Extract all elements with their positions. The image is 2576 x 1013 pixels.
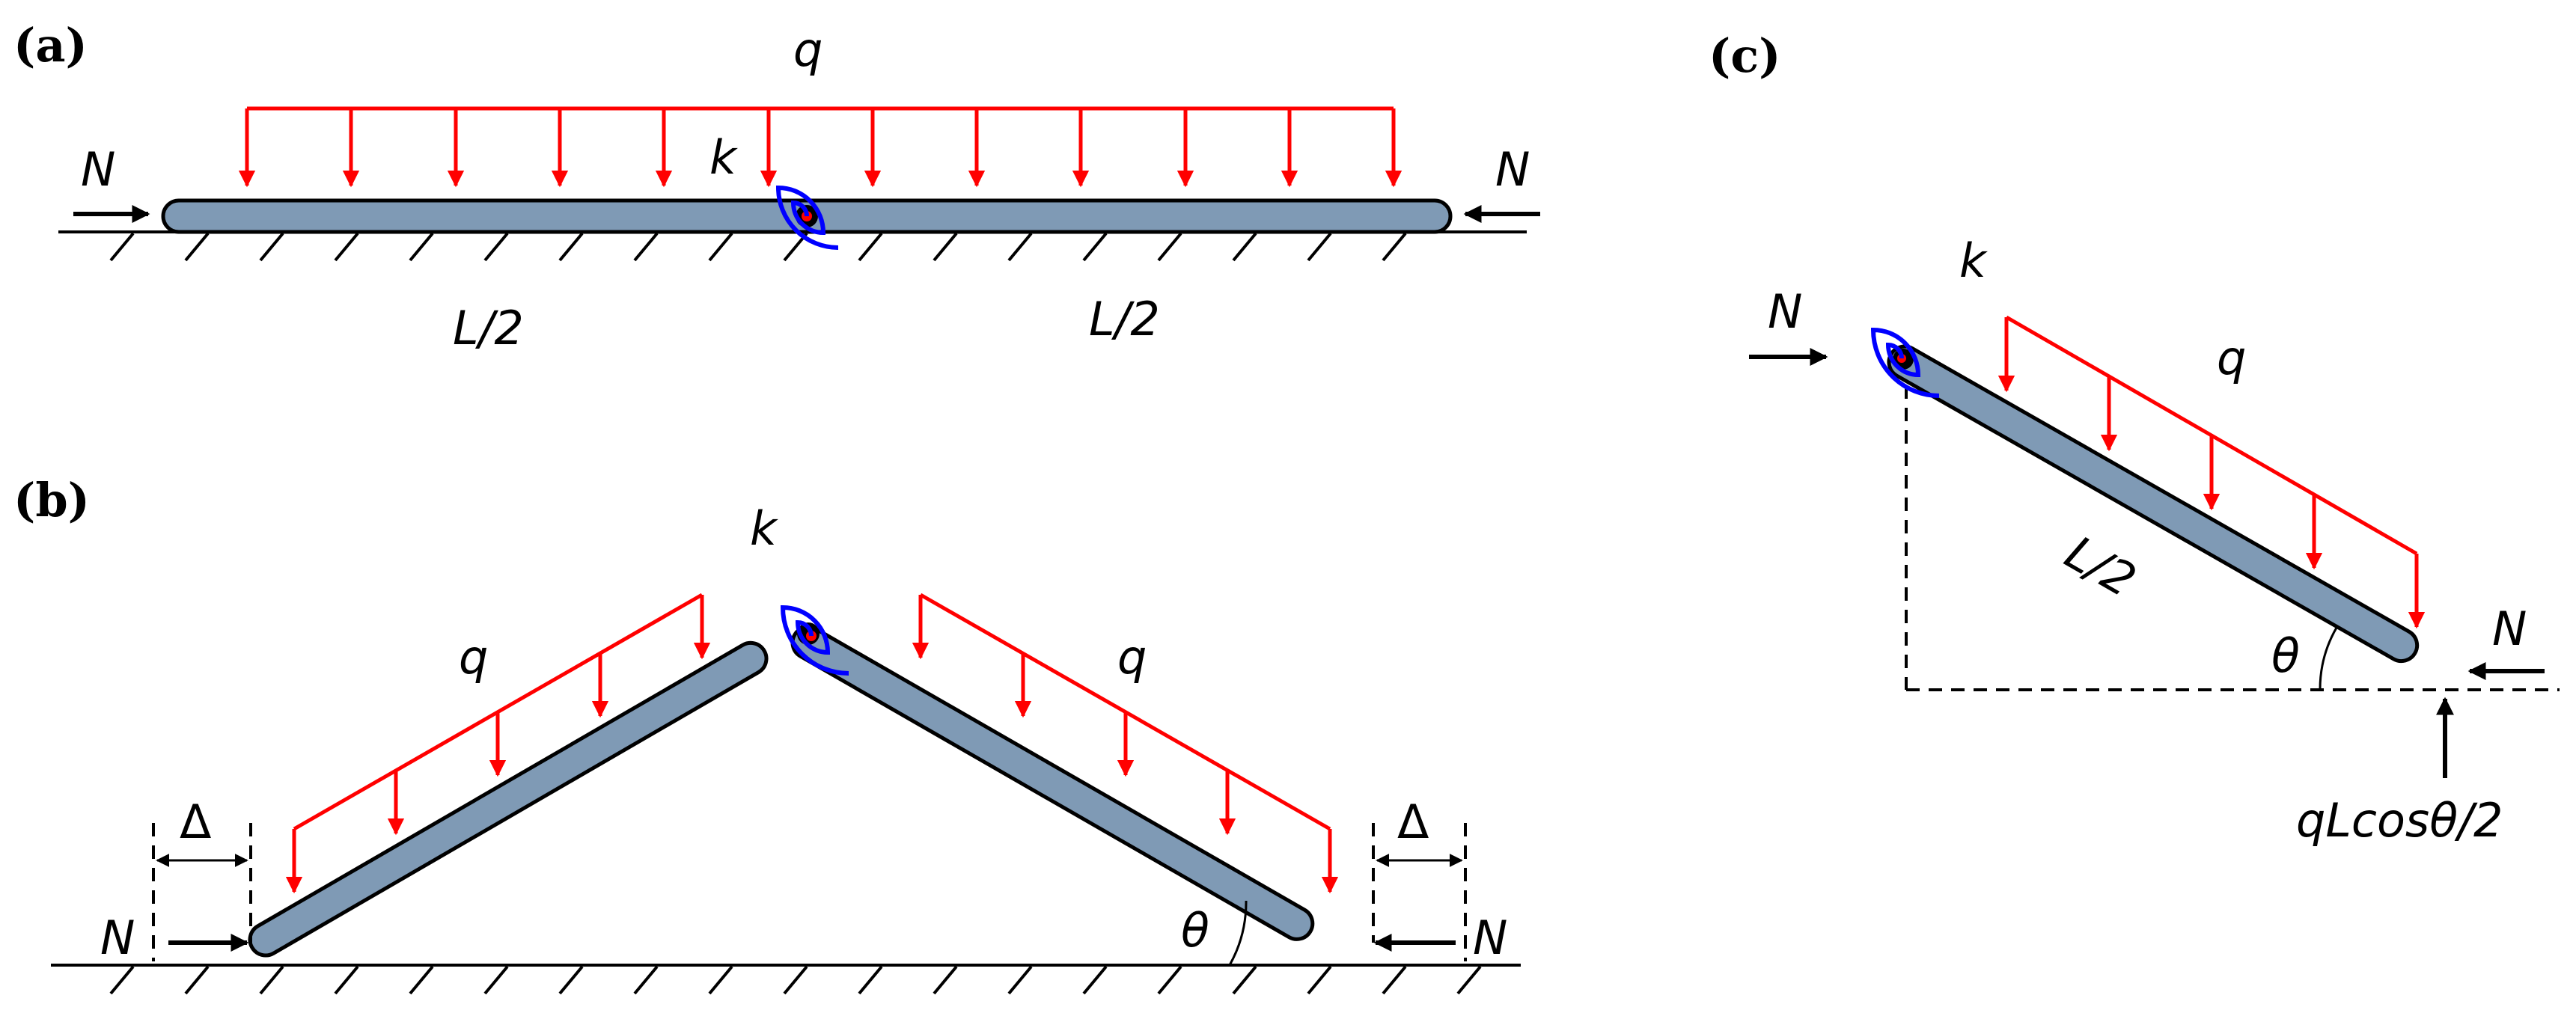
axial-force-left-label: N — [81, 142, 115, 197]
vertical-reaction-label: qLcosθ/2 — [2296, 793, 2503, 848]
rotational-spring — [775, 185, 839, 250]
half-length-label: L/2 — [2057, 525, 2146, 608]
load-arrows — [1997, 317, 2426, 629]
delta-right-label: Δ — [1397, 795, 1429, 849]
panel-c-label: (c) — [1709, 28, 1780, 83]
spring-k-label: k — [709, 130, 738, 185]
beam-left — [248, 640, 769, 958]
ground-hatch — [109, 232, 1407, 262]
load-q-left-label: q — [459, 630, 488, 685]
load-arrows-left — [285, 595, 711, 894]
axial-force-left-label: N — [100, 911, 135, 965]
axial-force-right-label: N — [1473, 911, 1507, 965]
delta-left-label: Δ — [180, 795, 211, 849]
beam-right — [790, 625, 1315, 941]
theta-arc — [1228, 900, 1248, 966]
rotational-spring — [1870, 327, 1940, 398]
load-q-label: q — [2217, 331, 2246, 385]
load-q-right-label: q — [1117, 630, 1147, 685]
axial-force-left-label: N — [1768, 284, 1802, 339]
theta-arc — [2319, 627, 2338, 691]
load-arrows-right — [912, 595, 1339, 894]
panel-a-label: (a) — [13, 18, 88, 73]
theta-label: θ — [1181, 903, 1209, 958]
half-length-left-label: L/2 — [453, 301, 524, 355]
panel-a: (a) q k N N — [13, 18, 1540, 355]
load-q-label: q — [793, 22, 822, 77]
load-line-right — [919, 593, 1331, 831]
rotational-spring — [780, 605, 849, 676]
beam — [1887, 344, 2420, 664]
load-arrows — [238, 108, 1403, 188]
panel-b: (b) k q q — [13, 473, 1521, 995]
axial-force-right-label: N — [2492, 602, 2527, 656]
half-length-right-label: L/2 — [1089, 292, 1160, 346]
panel-b-label: (b) — [13, 473, 90, 527]
axial-force-right-label: N — [1495, 142, 1530, 197]
spring-k-label: k — [750, 501, 778, 556]
spring-k-label: k — [1959, 233, 1988, 288]
load-line-left — [293, 593, 703, 831]
theta-label: θ — [2271, 628, 2300, 683]
panel-c: (c) k q N N L/2 θ qLcosθ — [1709, 28, 2560, 848]
ground-hatch — [109, 965, 1482, 995]
